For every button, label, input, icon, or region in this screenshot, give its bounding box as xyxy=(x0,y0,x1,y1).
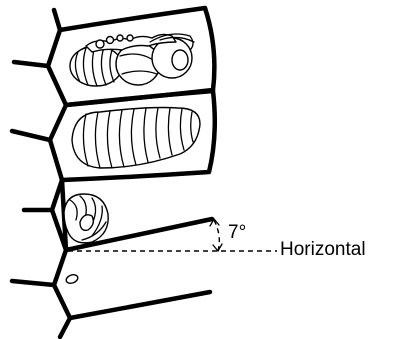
comb-spine-wall xyxy=(48,10,70,318)
horizontal-label: Horizontal xyxy=(280,239,366,260)
pupa-leg-joint xyxy=(127,35,133,41)
pupa-leg-joint xyxy=(117,35,123,41)
young-larva-illustration xyxy=(64,194,108,243)
cell-4-floor-wall xyxy=(70,292,210,318)
angle-arrowhead-icon xyxy=(213,244,222,251)
wall-stub-1 xyxy=(14,62,48,66)
egg-illustration xyxy=(65,273,79,285)
pupa-leg-joint xyxy=(107,37,114,44)
angle-label: 7° xyxy=(228,222,246,243)
larva-illustration xyxy=(72,108,200,169)
wall-stub-2 xyxy=(12,131,50,140)
pupa-illustration xyxy=(70,34,194,86)
wall-stub-5 xyxy=(60,318,70,337)
pupa-eye xyxy=(172,50,188,70)
wall-stub-4 xyxy=(12,281,54,285)
egg xyxy=(65,273,79,285)
pupa-leg-joint xyxy=(96,40,104,48)
